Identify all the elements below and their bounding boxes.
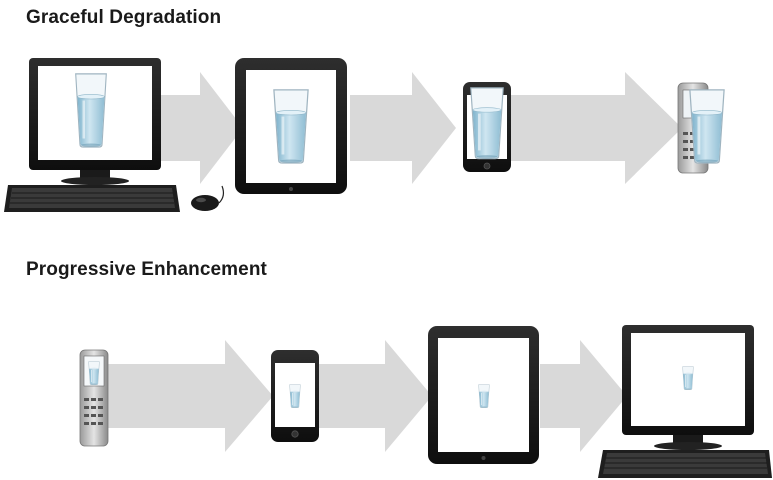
- arrow-icon: [160, 72, 243, 184]
- water-glass-icon: [689, 89, 725, 164]
- water-glass-icon: [273, 89, 309, 164]
- arrow-icon: [105, 340, 273, 452]
- water-glass-icon: [470, 87, 504, 160]
- water-glass-icon: [478, 384, 490, 408]
- tablet-icon: [235, 58, 347, 194]
- desktop-computer: [598, 325, 772, 478]
- water-glass-icon: [75, 73, 107, 148]
- flip-phone-icon: [677, 82, 725, 174]
- water-glass-icon: [289, 384, 301, 408]
- desktop-computer: [4, 58, 225, 212]
- keyboard-icon: [598, 450, 772, 478]
- tablet-icon: [428, 326, 539, 464]
- progressive-row: [79, 325, 772, 478]
- flip-phone-icon: [79, 349, 109, 447]
- arrow-icon: [510, 72, 682, 184]
- graceful-row: [4, 58, 725, 212]
- graceful-degradation-title: Graceful Degradation: [26, 7, 222, 28]
- arrow-icon: [318, 340, 432, 452]
- progressive-enhancement-title: Progressive Enhancement: [26, 259, 267, 280]
- arrow-icon: [350, 72, 456, 184]
- keyboard-icon: [4, 185, 180, 212]
- water-glass-icon: [682, 366, 694, 390]
- water-glass-icon: [88, 361, 100, 385]
- mouse-icon: [191, 185, 225, 211]
- smartphone-icon: [463, 82, 511, 172]
- smartphone-icon: [271, 350, 319, 442]
- arrow-icon: [540, 340, 627, 452]
